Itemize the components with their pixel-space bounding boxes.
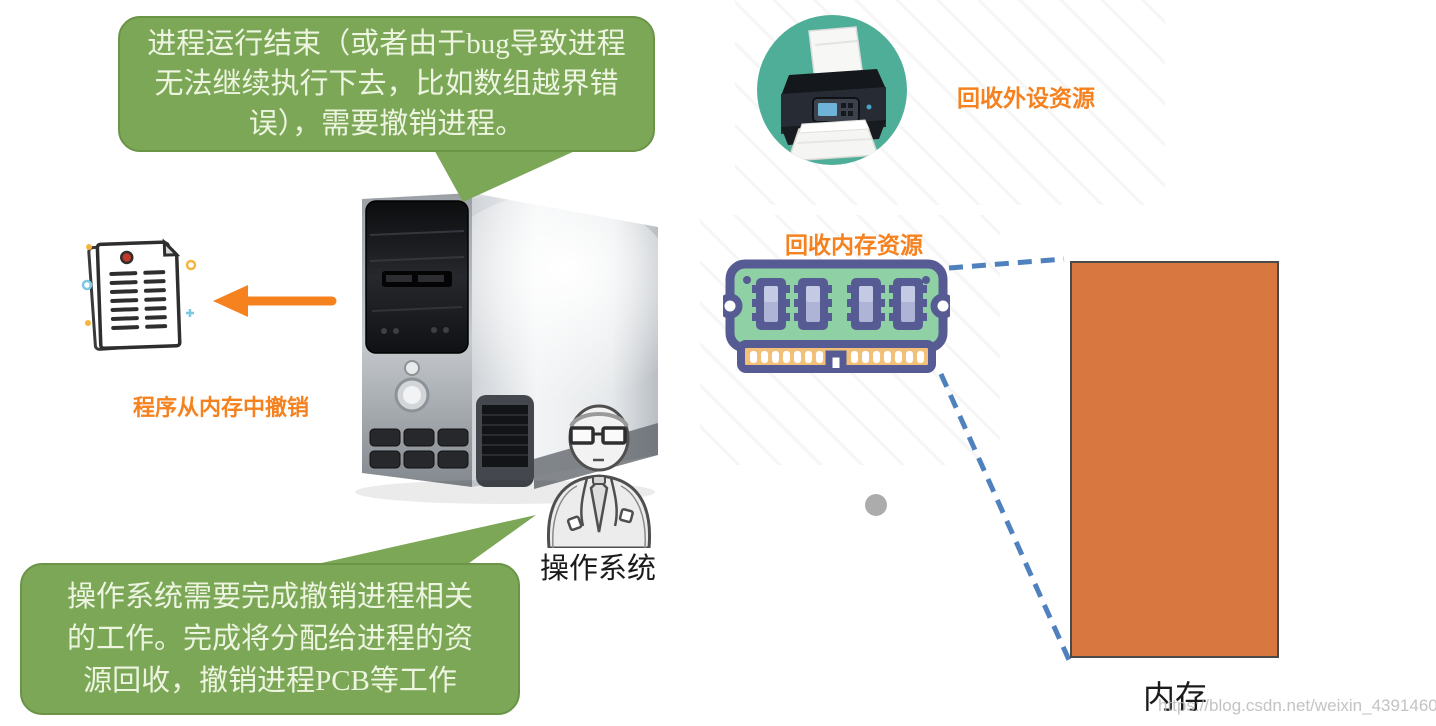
bubble-text-line: 操作系统需要完成撤销进程相关 (66, 581, 473, 613)
gray-dot (865, 494, 887, 516)
memory-block (1070, 261, 1279, 658)
computer-tower-icon (362, 193, 670, 489)
watermark-text: https://blog.csdn.net/weixin_43914604 (1158, 696, 1436, 715)
sparkle-ring (185, 259, 197, 271)
ram-stick-icon (723, 259, 950, 373)
dashed-line-bottom (938, 372, 1072, 662)
process-end-bubble: 进程运行结束（或者由于bug导致进程 无法继续执行下去，比如数组越界错 误），需… (118, 16, 655, 152)
sparkle-plus (186, 309, 194, 317)
document-icon (81, 238, 197, 351)
bubble-text-line: 的工作。完成将分配给进程的资 (66, 623, 473, 655)
os-person-icon (546, 404, 652, 548)
printer-icon (781, 26, 886, 162)
memory-label: 内存 (1143, 679, 1208, 715)
sparkle-dot (85, 320, 91, 326)
os-task-bubble: 操作系统需要完成撤销进程相关 的工作。完成将分配给进程的资 源回收，撤销进程PC… (20, 563, 520, 715)
program-removed-label: 程序从内存中撤销 (133, 395, 310, 420)
bubble-text-line: 无法继续执行下去，比如数组越界错 (154, 68, 619, 100)
recycle-peripheral-label: 回收外设资源 (957, 85, 1095, 111)
bottom-bubble-tail (308, 515, 536, 566)
bubble-text-line: 误），需要撤销进程。 (248, 108, 525, 140)
dashed-line-top (948, 256, 1065, 271)
bubble-text-line: 进程运行结束（或者由于bug导致进程 (147, 28, 626, 60)
sparkle-ring (81, 279, 93, 291)
left-arrow-icon (213, 285, 337, 317)
bubble-text-line: 源回收，撤销进程PCB等工作 (83, 665, 457, 697)
os-label: 操作系统 (539, 553, 656, 585)
top-bubble-tail (432, 146, 577, 202)
recycle-memory-label: 回收内存资源 (785, 232, 923, 258)
printer-circle (757, 15, 907, 165)
sparkle-dot (86, 244, 92, 250)
